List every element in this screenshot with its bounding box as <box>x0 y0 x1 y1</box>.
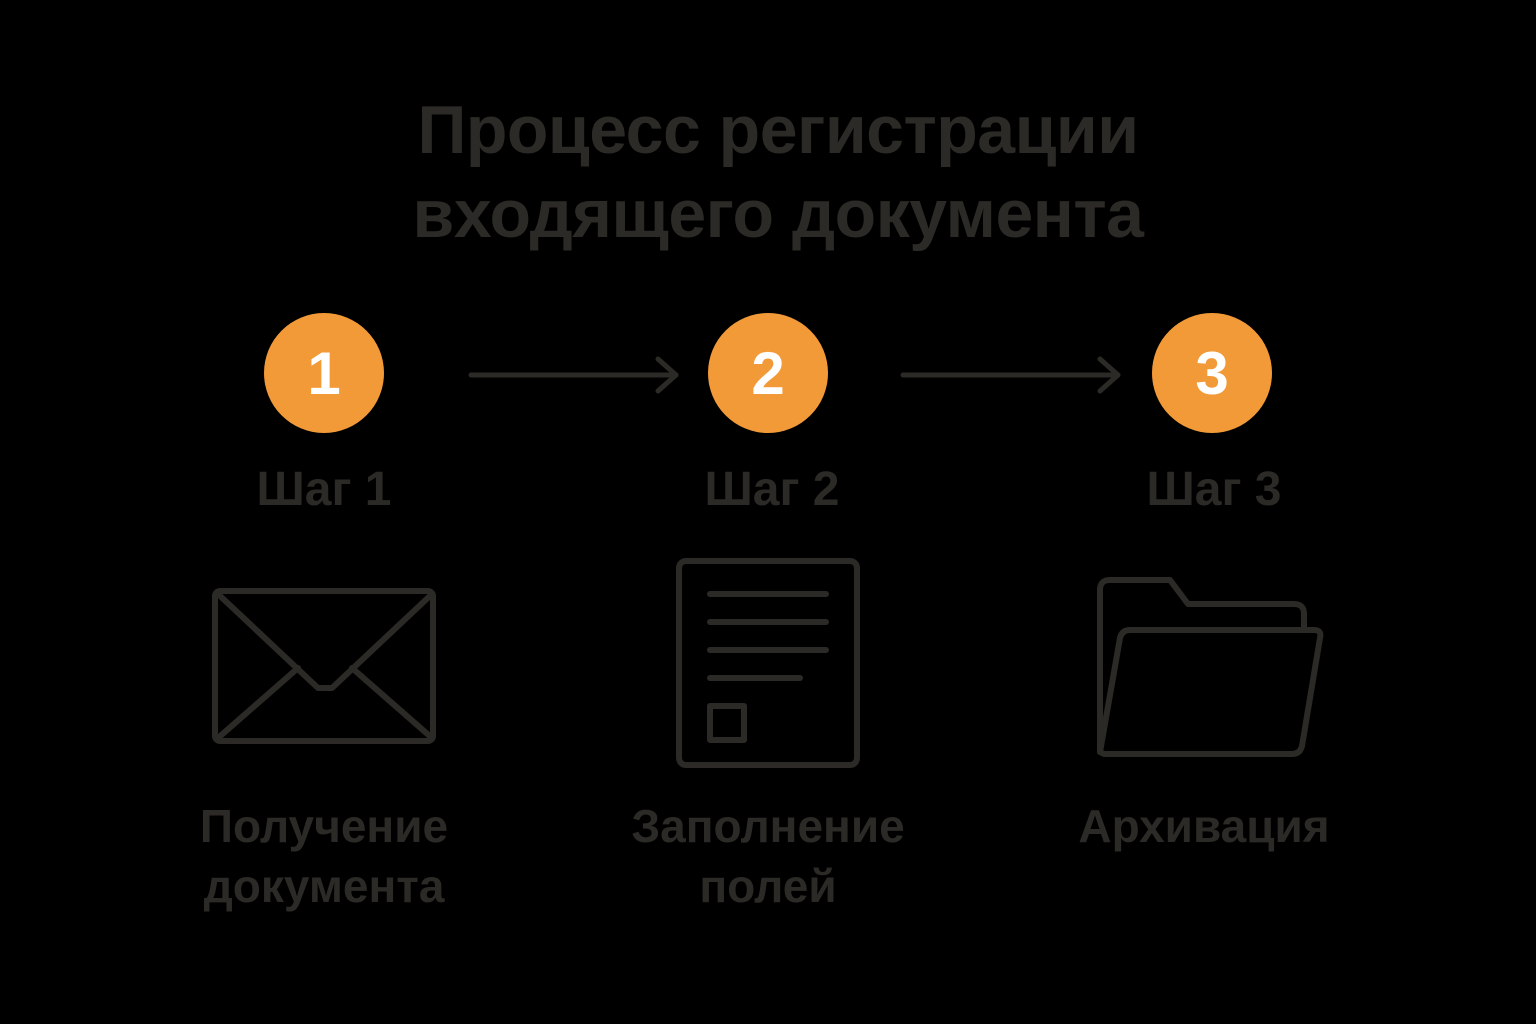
folder-icon <box>1097 577 1324 757</box>
step-1-label: Шаг 1 <box>256 463 392 516</box>
arrow-1-to-2 <box>468 356 679 394</box>
step-3-number: 3 <box>1195 339 1229 407</box>
step-1-caption: Получение документа <box>114 796 534 916</box>
step-1-circle: 1 <box>264 313 384 433</box>
step-2-caption-line-2: полей <box>699 860 837 912</box>
step-2-circle: 2 <box>708 313 828 433</box>
title-line-1: Процесс регистрации <box>417 92 1139 168</box>
arrow-2-to-3 <box>900 356 1121 394</box>
step-3-caption: Архивация <box>994 796 1414 856</box>
step-2-caption: Заполнение полей <box>558 796 978 916</box>
step-1-caption-line-1: Получение <box>199 800 449 852</box>
step-1-caption-line-2: документа <box>203 860 445 912</box>
diagram-title: Процесс регистрации входящего документа <box>0 88 1536 256</box>
document-icon <box>676 558 860 768</box>
envelope-icon <box>212 588 436 744</box>
step-3-caption-line-1: Архивация <box>1078 800 1330 852</box>
title-line-2: входящего документа <box>412 176 1144 252</box>
step-2-label: Шаг 2 <box>704 463 840 516</box>
step-2-caption-line-1: Заполнение <box>631 800 905 852</box>
step-2-number: 2 <box>751 339 785 407</box>
step-3-circle: 3 <box>1152 313 1272 433</box>
step-3-label: Шаг 3 <box>1146 463 1282 516</box>
step-1-number: 1 <box>307 339 341 407</box>
